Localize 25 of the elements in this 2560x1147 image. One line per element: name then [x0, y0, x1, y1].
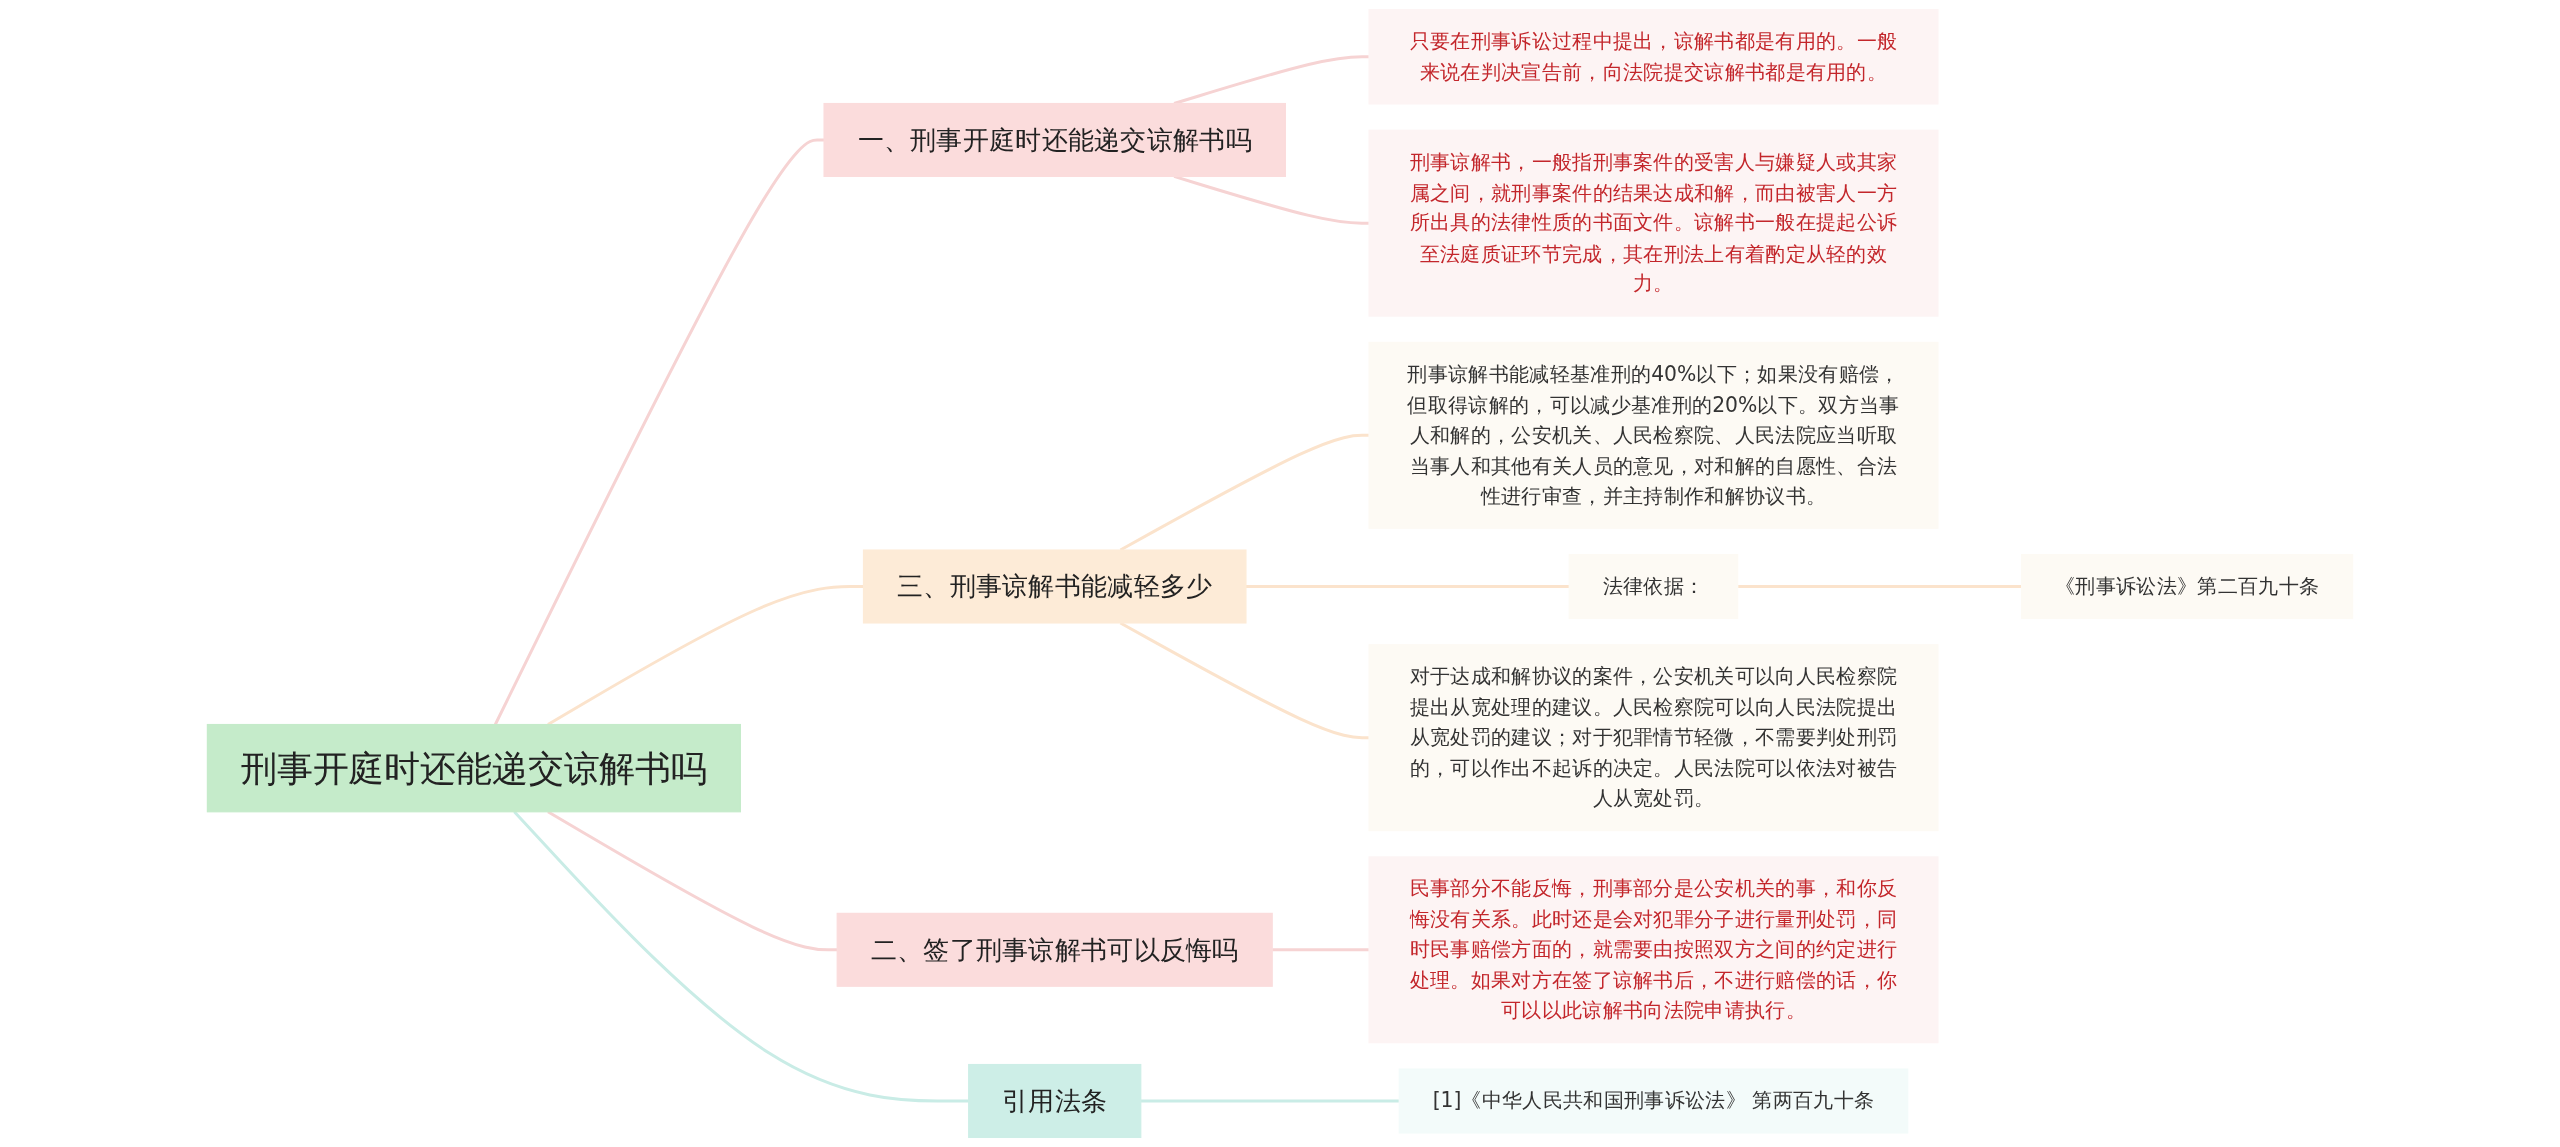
node-box: 刑事开庭时还能递交谅解书吗	[206, 723, 741, 813]
node-box: 引用法条	[968, 1063, 1142, 1139]
connector	[547, 810, 838, 952]
node-box: 《刑事诉讼法》第二百九十条	[2020, 553, 2354, 620]
node-box: 三、刑事谅解书能减轻多少	[862, 549, 1247, 624]
connector	[493, 138, 825, 726]
connector	[1140, 1099, 1400, 1103]
node-box: 二、签了刑事谅解书可以反悔吗	[836, 912, 1273, 987]
node-box: 只要在刑事诉讼过程中提出，谅解书都是有用的。一般来说在判决宣告前，向法院提交谅解书都是有用的。	[1368, 8, 1939, 105]
connector	[1737, 585, 2022, 588]
connector	[1173, 175, 1370, 225]
connector	[547, 585, 864, 726]
node-box: 刑事谅解书能减轻基准刑的40%以下；如果没有赔偿，但取得谅解的，可以减少基准刑的20%以下。双方当事人和解的，公安机关、人民检察院、人民法院应当听取当事人和其他有关人员的意见，对和解的自愿性、合法性进行审查，并主持制作和解协议书。	[1368, 341, 1939, 529]
connector	[1272, 948, 1370, 952]
node-box: 一、刑事开庭时还能递交谅解书吗	[823, 102, 1286, 178]
node-box: 刑事谅解书，一般指刑事案件的受害人与嫌疑人或其家属之间，就刑事案件的结果达成和解，而由被害人一方所出具的法律性质的书面文件。谅解书一般在提起公诉至法庭质证环节完成，其在刑法上有着酌定从轻的效力。	[1368, 129, 1939, 317]
node-box: 民事部分不能反悔，刑事部分是公安机关的事，和你反悔没有关系。此时还是会对犯罪分子进行量刑处罚，同时民事赔偿方面的，就需要由按照双方之间的约定进行处理。如果对方在签了谅解书后，不进行赔偿的话，你可以以此谅解书向法院申请执行。	[1368, 856, 1939, 1044]
node-box: 法律依据：	[1568, 553, 1739, 620]
node-box: [1]《中华人民共和国刑事诉讼法》 第两百九十条	[1398, 1068, 1909, 1134]
connector	[1173, 55, 1370, 105]
connector	[1119, 433, 1370, 552]
connector	[1119, 621, 1370, 740]
node-box: 对于达成和解协议的案件，公安机关可以向人民检察院提出从宽处理的建议。人民检察院可以向人民法院提出从宽处罚的建议；对于犯罪情节轻微，不需要判处刑罚的，可以作出不起诉的决定。人民法院可以依法对被告人从宽处罚。	[1368, 644, 1939, 832]
connector	[513, 810, 969, 1103]
connector	[1245, 585, 1570, 588]
